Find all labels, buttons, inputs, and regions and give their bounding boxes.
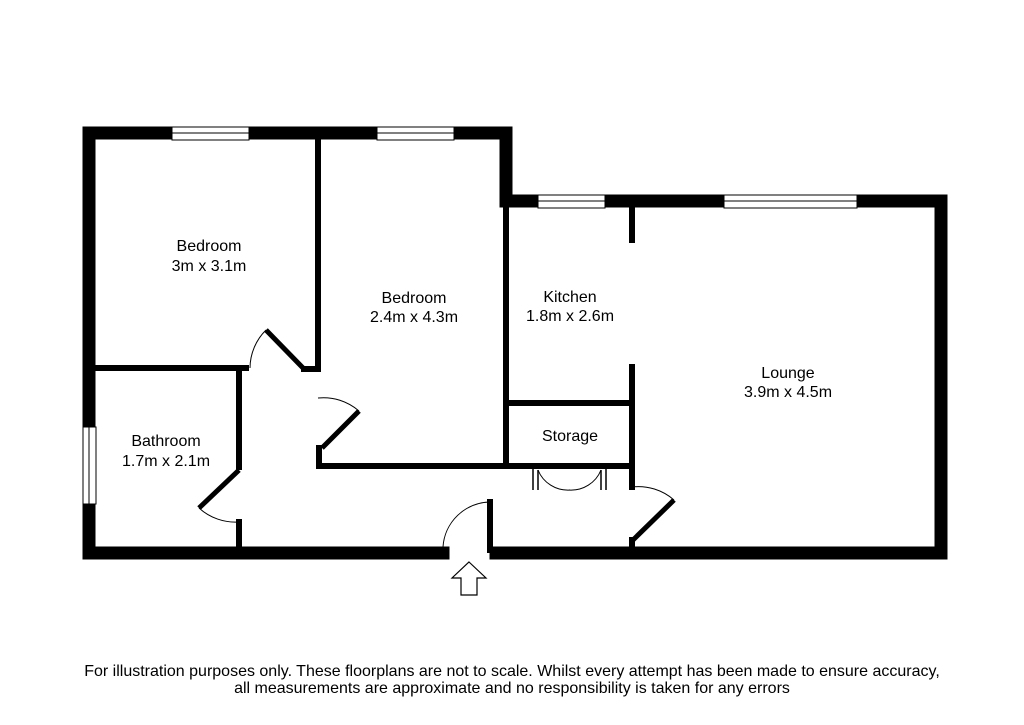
disclaimer-line-1: For illustration purposes only. These fl… [84, 663, 940, 680]
door-storage [532, 466, 607, 491]
room-label-kitchen: Kitchen 1.8m x 2.6m [526, 289, 614, 325]
door-bedroom-1 [249, 328, 306, 371]
window-bedroom-2 [376, 126, 455, 141]
room-name: Bedroom [382, 290, 447, 307]
door-bathroom [197, 468, 241, 523]
room-name: Kitchen [543, 289, 596, 306]
room-size: 3m x 3.1m [172, 258, 247, 275]
disclaimer-line-2: all measurements are approximate and no … [234, 680, 790, 697]
doors [197, 328, 676, 553]
room-name: Bedroom [177, 238, 242, 255]
room-size: 1.8m x 2.6m [526, 308, 614, 325]
room-size: 2.4m x 4.3m [370, 309, 458, 326]
door-bedroom-2 [317, 397, 361, 450]
interior-walls [92, 137, 635, 553]
up-arrow-icon [450, 561, 488, 596]
window-bathroom [82, 426, 97, 505]
door-lounge [631, 486, 676, 542]
room-label-storage: Storage [542, 428, 598, 445]
room-name: Lounge [761, 365, 814, 382]
room-size: 3.9m x 4.5m [744, 384, 832, 401]
room-label-bedroom-2: Bedroom 2.4m x 4.3m [370, 290, 458, 326]
windows [82, 126, 858, 505]
room-name: Storage [542, 428, 598, 445]
room-label-lounge: Lounge 3.9m x 4.5m [744, 365, 832, 401]
room-name: Bathroom [131, 433, 200, 450]
window-kitchen [537, 194, 606, 209]
room-label-bathroom: Bathroom 1.7m x 2.1m [122, 433, 210, 470]
room-label-bedroom-1: Bedroom 3m x 3.1m [172, 238, 247, 275]
disclaimer: For illustration purposes only. These fl… [0, 663, 1024, 697]
room-size: 1.7m x 2.1m [122, 453, 210, 470]
window-lounge [723, 194, 858, 209]
window-bedroom-1 [171, 126, 250, 141]
door-entrance [442, 501, 491, 553]
